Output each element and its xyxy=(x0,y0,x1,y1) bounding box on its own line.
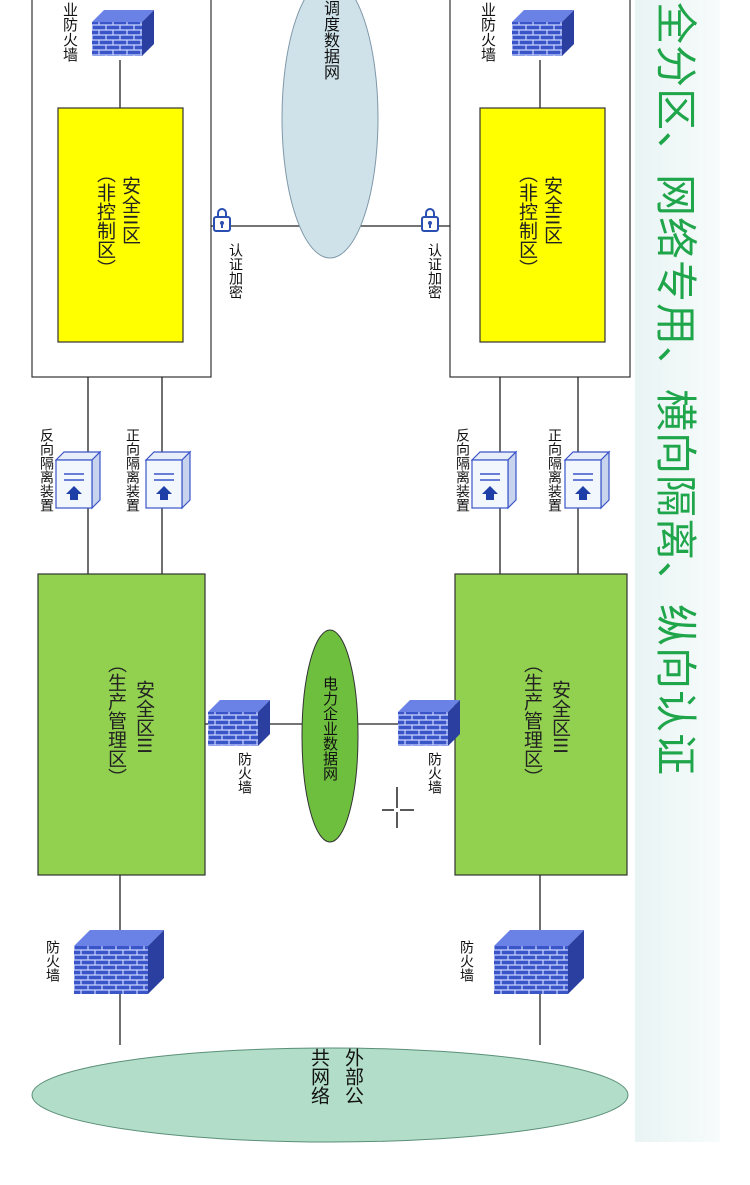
firewall-label: 防火墙 xyxy=(458,940,474,982)
power-network-label: 电力企业数据网 xyxy=(321,676,339,781)
zone2-name: 安全II区 xyxy=(119,176,141,245)
zone3-subtitle: （生产管理区） xyxy=(105,654,127,787)
dispatch-network-label: 调度数据网 xyxy=(321,0,340,80)
reverse-isolation-label: 反向隔离装置 xyxy=(38,428,54,512)
forward-isolation-label: 正向隔离装置 xyxy=(546,428,562,512)
lock-icon xyxy=(421,208,439,232)
firewall-icon xyxy=(74,930,164,994)
firewall-label: 防火墙 xyxy=(44,940,60,982)
firewall-label: 防火墙 xyxy=(426,752,442,794)
left-zone2-box xyxy=(57,107,184,343)
zone3-subtitle: （生产管理区） xyxy=(521,654,543,787)
lock-icon xyxy=(213,208,231,232)
auth-encrypt-label: 认证加密 xyxy=(426,243,442,299)
public-network-label: 外部公共网络 xyxy=(308,1048,364,1105)
forward-isolation-icon xyxy=(564,451,610,509)
firewall-label: 业防火墙 xyxy=(61,2,79,62)
reverse-isolation-icon xyxy=(55,451,101,509)
zone2-name: 安全II区 xyxy=(541,176,563,245)
dispatch-network xyxy=(281,0,379,259)
auth-encrypt-label: 认证加密 xyxy=(227,243,243,299)
zone2-subtitle: （非控制区） xyxy=(516,164,538,278)
reverse-isolation-label: 反向隔离装置 xyxy=(454,428,470,512)
firewall-icon xyxy=(494,930,584,994)
right-zone3-box xyxy=(454,573,628,876)
left-zone3-box xyxy=(37,573,206,876)
zone3-name: 安全区III xyxy=(549,680,571,754)
cursor-cross-icon xyxy=(382,787,414,828)
zone2-subtitle: （非控制区） xyxy=(94,164,116,278)
firewall-label: 业防火墙 xyxy=(479,2,497,62)
forward-isolation-icon xyxy=(145,451,191,509)
forward-isolation-label: 正向隔离装置 xyxy=(124,428,140,512)
title-banner xyxy=(635,0,720,1142)
firewall-icon xyxy=(398,700,460,746)
firewall-icon xyxy=(512,10,574,56)
zone3-name: 安全区III xyxy=(133,680,155,754)
firewall-icon xyxy=(208,700,270,746)
firewall-label: 防火墙 xyxy=(236,752,252,794)
right-zone2-box xyxy=(479,107,606,343)
power-network xyxy=(301,629,359,843)
reverse-isolation-icon xyxy=(471,451,517,509)
public-network xyxy=(31,1047,629,1143)
firewall-icon xyxy=(92,10,154,56)
